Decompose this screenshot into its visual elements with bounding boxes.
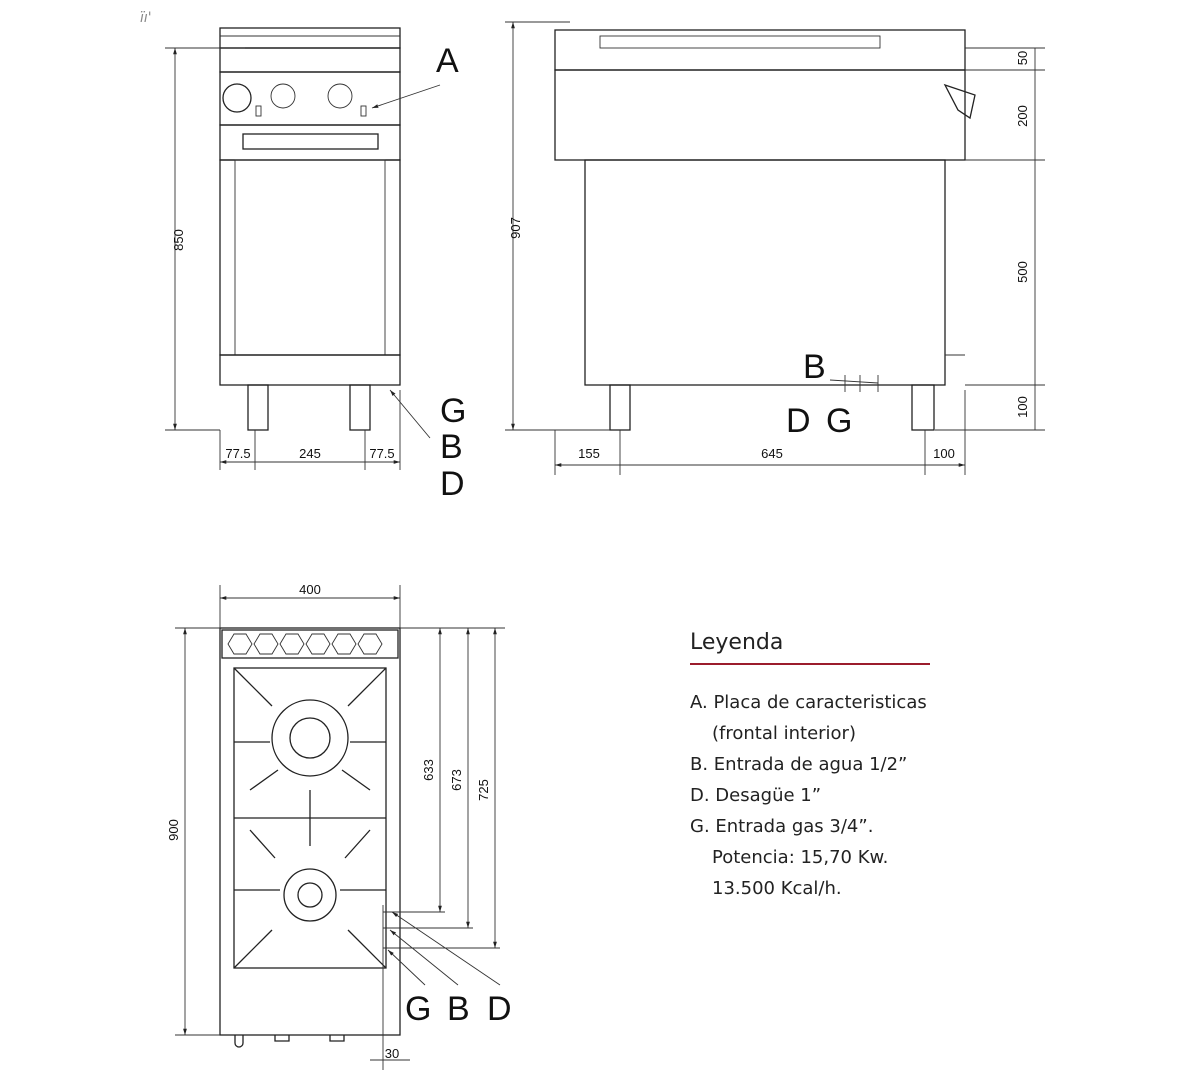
label-d: D <box>440 465 465 503</box>
control-panel <box>219 71 401 126</box>
label-g: G <box>440 392 466 430</box>
label-a: A <box>436 42 459 80</box>
dim-height: 850 <box>171 229 186 251</box>
dim-left: 77.5 <box>225 446 250 461</box>
corner-mark: ïı' <box>140 10 152 26</box>
burner-large <box>271 699 349 777</box>
dim-legs: 100 <box>1015 396 1030 418</box>
legend-item-b: B. Entrada de agua 1/2” <box>690 754 908 775</box>
legend-item-d: D. Desagüe 1” <box>690 785 822 806</box>
legend-title: Leyenda <box>690 630 930 665</box>
dim-offset: 30 <box>385 1046 399 1061</box>
side-view: 907 50 200 500 100 155 645 100 B D G <box>505 21 1045 475</box>
burner-small <box>283 868 337 922</box>
label-d: D <box>487 990 512 1028</box>
gas-valve-knob <box>222 83 252 113</box>
legend-item-a-detail: (frontal interior) <box>712 723 856 744</box>
legend: Leyenda A. Placa de caracteristicas (fro… <box>690 630 950 904</box>
label-b: B <box>447 990 470 1028</box>
legend-item-g-power: Potencia: 15,70 Kw. <box>712 847 889 868</box>
dim-depth: 900 <box>166 819 181 841</box>
legend-item-g-kcal: 13.500 Kcal/h. <box>712 878 842 899</box>
burner-knob <box>327 83 353 109</box>
dim-cabinet: 500 <box>1015 261 1030 283</box>
label-b: B <box>803 348 826 386</box>
label-g: G <box>405 990 431 1028</box>
control-knob-side <box>943 83 976 120</box>
front-view: 850 77.5 245 77.5 A G B D <box>165 27 466 503</box>
label-b: B <box>440 428 463 466</box>
dim-g-pos: 633 <box>421 759 436 781</box>
legend-item-g: G. Entrada gas 3/4”. <box>690 816 874 837</box>
dim-panel: 200 <box>1015 105 1030 127</box>
legend-list: A. Placa de caracteristicas (frontal int… <box>690 687 950 904</box>
label-g: G <box>826 402 852 440</box>
dim-left: 155 <box>578 446 600 461</box>
top-view: 400 900 633 673 725 30 G B D <box>166 582 512 1070</box>
dim-right: 100 <box>933 446 955 461</box>
burner-knob <box>270 83 296 109</box>
dim-right: 77.5 <box>369 446 394 461</box>
dim-top: 50 <box>1015 51 1030 65</box>
legend-item-a: A. Placa de caracteristicas <box>690 692 927 713</box>
dim-middle: 245 <box>299 446 321 461</box>
dim-d-pos: 725 <box>476 779 491 801</box>
label-d: D <box>786 402 811 440</box>
dim-b-pos: 673 <box>449 769 464 791</box>
dim-middle: 645 <box>761 446 783 461</box>
dim-width: 400 <box>299 582 321 597</box>
dim-height: 907 <box>508 217 523 239</box>
